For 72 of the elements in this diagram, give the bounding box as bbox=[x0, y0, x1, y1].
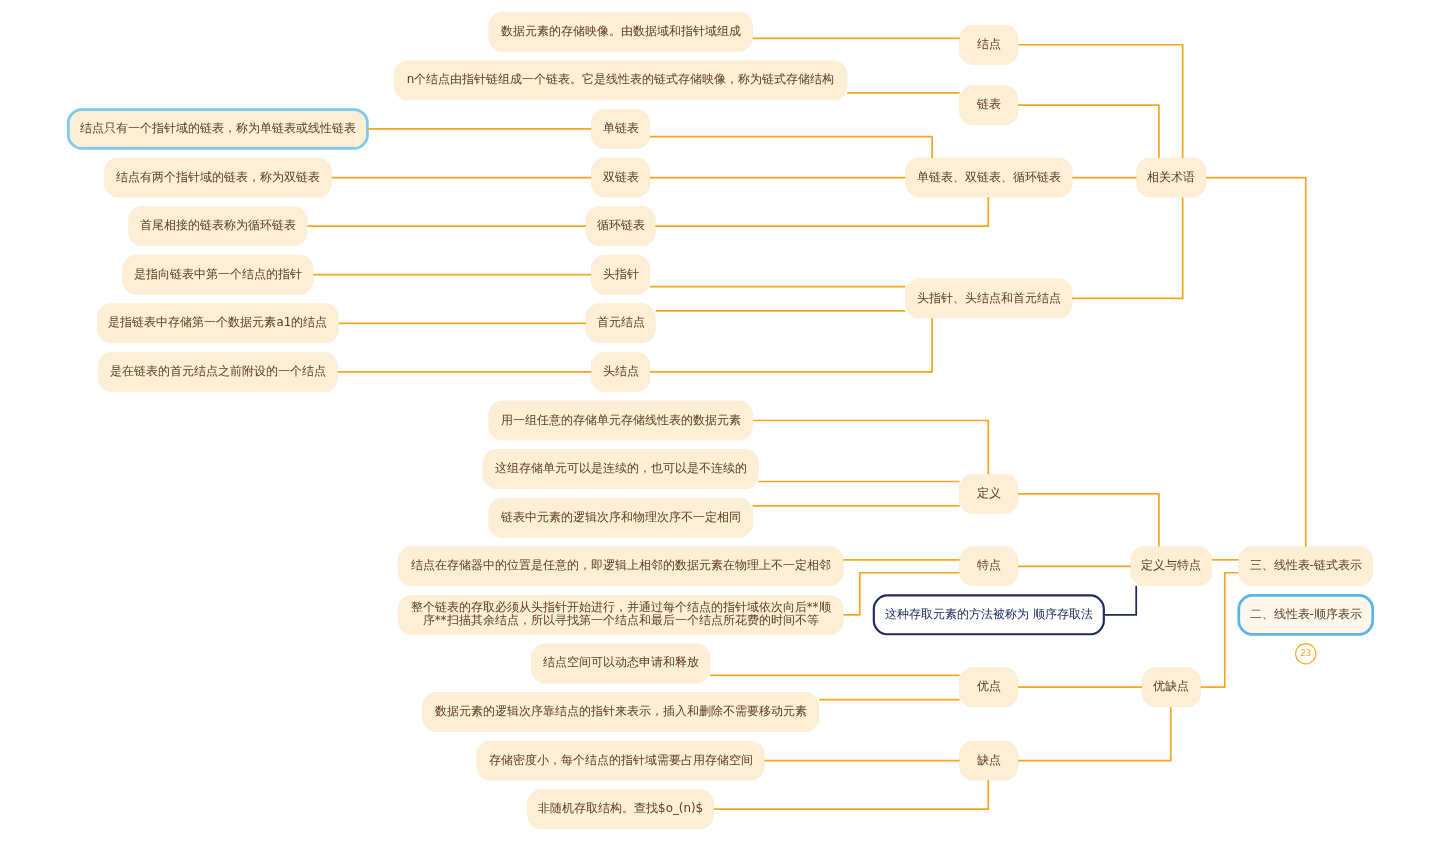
node-box: 二、线性表-顺序表示 bbox=[1236, 594, 1374, 636]
connector bbox=[756, 480, 960, 483]
node-box: 优点 bbox=[958, 667, 1018, 708]
node-box: 单链表、双链表、循环链表 bbox=[904, 157, 1072, 198]
connector bbox=[311, 273, 592, 276]
connector bbox=[1016, 565, 1132, 568]
node-box: 存储密度小，每个结点的指针域需要占用存储空间 bbox=[475, 740, 765, 781]
connector bbox=[366, 128, 592, 130]
connector bbox=[1199, 571, 1239, 689]
connector bbox=[751, 419, 989, 476]
connector bbox=[751, 37, 960, 40]
node-box: 缺点 bbox=[958, 740, 1018, 781]
connector bbox=[1070, 176, 1137, 179]
node-box: 结点空间可以动态申请和释放 bbox=[530, 643, 710, 684]
connector bbox=[337, 322, 587, 325]
connector bbox=[305, 225, 587, 227]
connector bbox=[1016, 104, 1160, 159]
node-box: 结点 bbox=[958, 24, 1018, 65]
node-box: 特点 bbox=[958, 546, 1018, 587]
node-box: 双链表 bbox=[590, 157, 650, 198]
node-box: 这种存取元素的方法被称为 顺序存取法 bbox=[872, 594, 1105, 636]
connector bbox=[648, 285, 906, 288]
connector bbox=[751, 504, 960, 507]
node-box: 整个链表的存取必须从头指针开始进行，并通过每个结点的指针域依次向后**顺序**扫描其余结点，所以寻找第一个结点和最后一个结点所花费的时间不等 bbox=[397, 594, 844, 635]
connector bbox=[330, 176, 592, 179]
node-box: 单链表 bbox=[590, 109, 650, 149]
node-box: 三、线性表-链式表示 bbox=[1237, 546, 1373, 587]
node-box: 是指向链表中第一个结点的指针 bbox=[121, 254, 313, 295]
node-box: 定义与特点 bbox=[1129, 546, 1212, 587]
node-box: 结点只有一个指针域的链表，称为单链表或线性链表 bbox=[66, 108, 369, 150]
connector bbox=[648, 135, 933, 159]
connector bbox=[653, 196, 989, 227]
node-box: 非随机存取结构。查找$o_(n)$ bbox=[526, 789, 714, 830]
node-box: 链表中元素的逻辑次序和物理次序不一定相同 bbox=[487, 497, 753, 538]
node-box: 头指针 bbox=[590, 254, 650, 295]
node-box: 定义 bbox=[958, 473, 1018, 514]
node-box: 结点有两个指针域的链表，称为双链表 bbox=[103, 157, 332, 198]
connector bbox=[841, 558, 960, 561]
node-box: 是在链表的首元结点之前附设的一个结点 bbox=[97, 351, 338, 392]
connector bbox=[763, 759, 960, 762]
node-box: 头结点 bbox=[590, 351, 650, 392]
node-label: 23 bbox=[1299, 647, 1311, 658]
connector bbox=[1016, 493, 1160, 548]
connector bbox=[1016, 43, 1183, 159]
connector bbox=[817, 698, 960, 701]
connector bbox=[1016, 706, 1172, 762]
node-box: 首尾相接的链表称为循环链表 bbox=[127, 206, 307, 247]
node-box: 数据元素的存储映像。由数据域和指针域组成 bbox=[487, 11, 753, 52]
connector bbox=[648, 317, 933, 373]
connector bbox=[712, 779, 989, 811]
connector bbox=[1070, 196, 1183, 300]
connector bbox=[845, 91, 960, 94]
node-box: 头指针、头结点和首元结点 bbox=[904, 278, 1072, 319]
node-box: n个结点由指针链组成一个链表。它是线性表的链式存储映像，称为链式存储结构 bbox=[393, 60, 847, 101]
node-box: 用一组任意的存储单元存储线性表的数据元素 bbox=[487, 400, 753, 441]
node-box: 数据元素的逻辑次序靠结点的指针来表示，插入和删除不需要移动元素 bbox=[421, 692, 819, 732]
connector bbox=[1204, 176, 1307, 548]
node-box: 首元结点 bbox=[585, 303, 656, 344]
node-box: 链表 bbox=[958, 85, 1018, 126]
node-box: 是指链表中存储第一个数据元素a1的结点 bbox=[96, 303, 339, 344]
connector bbox=[648, 176, 906, 179]
node-box: 优缺点 bbox=[1141, 667, 1201, 708]
connector bbox=[1102, 584, 1137, 616]
node-box: 相关术语 bbox=[1135, 157, 1206, 198]
connector bbox=[1016, 686, 1143, 689]
node-box: 这组存储单元可以是连续的，也可以是不连续的 bbox=[481, 449, 759, 490]
connector bbox=[336, 371, 592, 373]
node-box: 结点在存储器中的位置是任意的，即逻辑上相邻的数据元素在物理上不一定相邻 bbox=[397, 546, 844, 587]
connector bbox=[708, 674, 960, 677]
node-box: 循环链表 bbox=[585, 206, 656, 247]
connector bbox=[1210, 558, 1239, 561]
connector bbox=[654, 310, 906, 312]
